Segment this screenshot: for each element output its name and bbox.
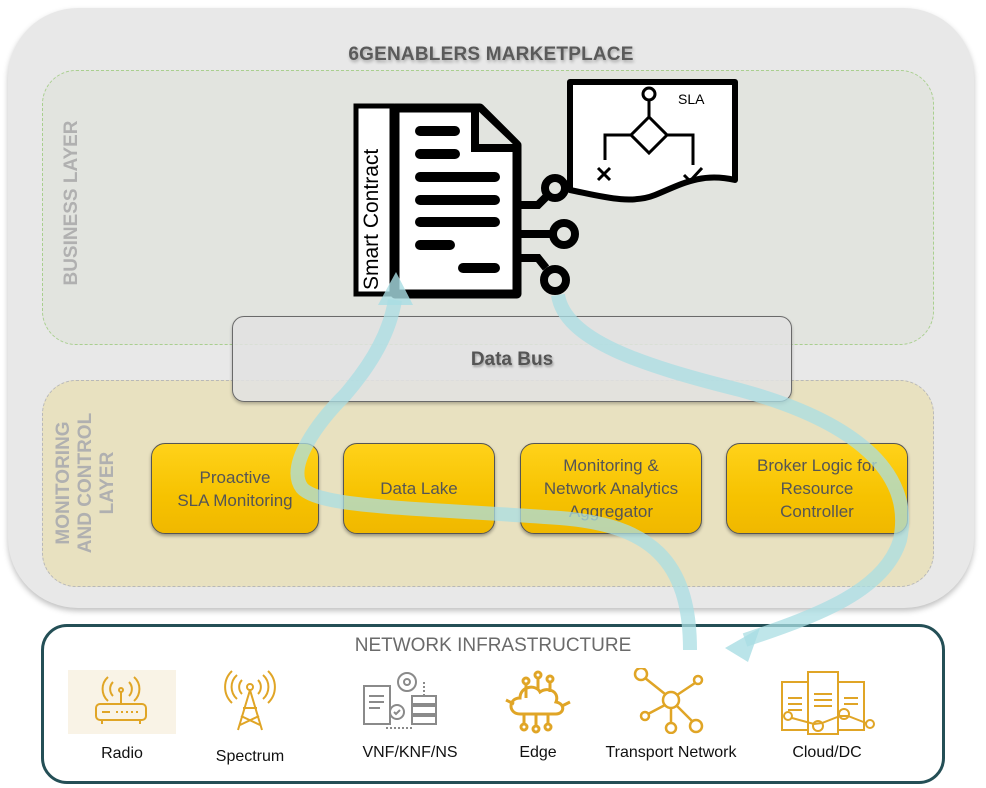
smart-contract-label: Smart Contract: [360, 148, 383, 290]
datacenter-icon: [781, 671, 875, 735]
infra-item-spectrum: Spectrum: [205, 670, 295, 770]
network-hub-icon: [633, 666, 704, 735]
infra-label: VNF/KNF/NS: [362, 744, 458, 761]
network-infrastructure-panel: NETWORK INFRASTRUCTURE: [41, 624, 945, 784]
infra-label: Radio: [101, 745, 143, 762]
infra-item-edge: Edge: [500, 668, 576, 768]
sla-label: SLA: [678, 91, 705, 107]
virtual-function-icon: [363, 672, 437, 729]
network-infrastructure-title: NETWORK INFRASTRUCTURE: [354, 635, 632, 656]
infra-label: Edge: [519, 744, 557, 761]
edge-cloud-icon: [505, 670, 571, 734]
infra-label: Transport Network: [605, 744, 737, 761]
antenna-tower-icon: [224, 670, 276, 731]
contract-document-icon: [353, 103, 579, 299]
infra-label: Spectrum: [215, 748, 285, 765]
component-text: Proactive: [199, 467, 271, 487]
infra-label: Cloud/DC: [792, 744, 862, 761]
infra-item-radio: Radio: [68, 670, 176, 770]
sla-document-icon: [567, 79, 738, 203]
router-icon: [68, 670, 176, 734]
infra-item-vnf: VNF/KNF/NS: [350, 668, 470, 768]
marketplace-title: 6GENABLERS MARKETPLACE: [348, 44, 634, 65]
component-text: SLA Monitoring: [177, 490, 293, 510]
infra-item-transport-network: Transport Network: [593, 666, 749, 768]
infra-item-cloud-dc: Cloud/DC: [772, 668, 882, 768]
